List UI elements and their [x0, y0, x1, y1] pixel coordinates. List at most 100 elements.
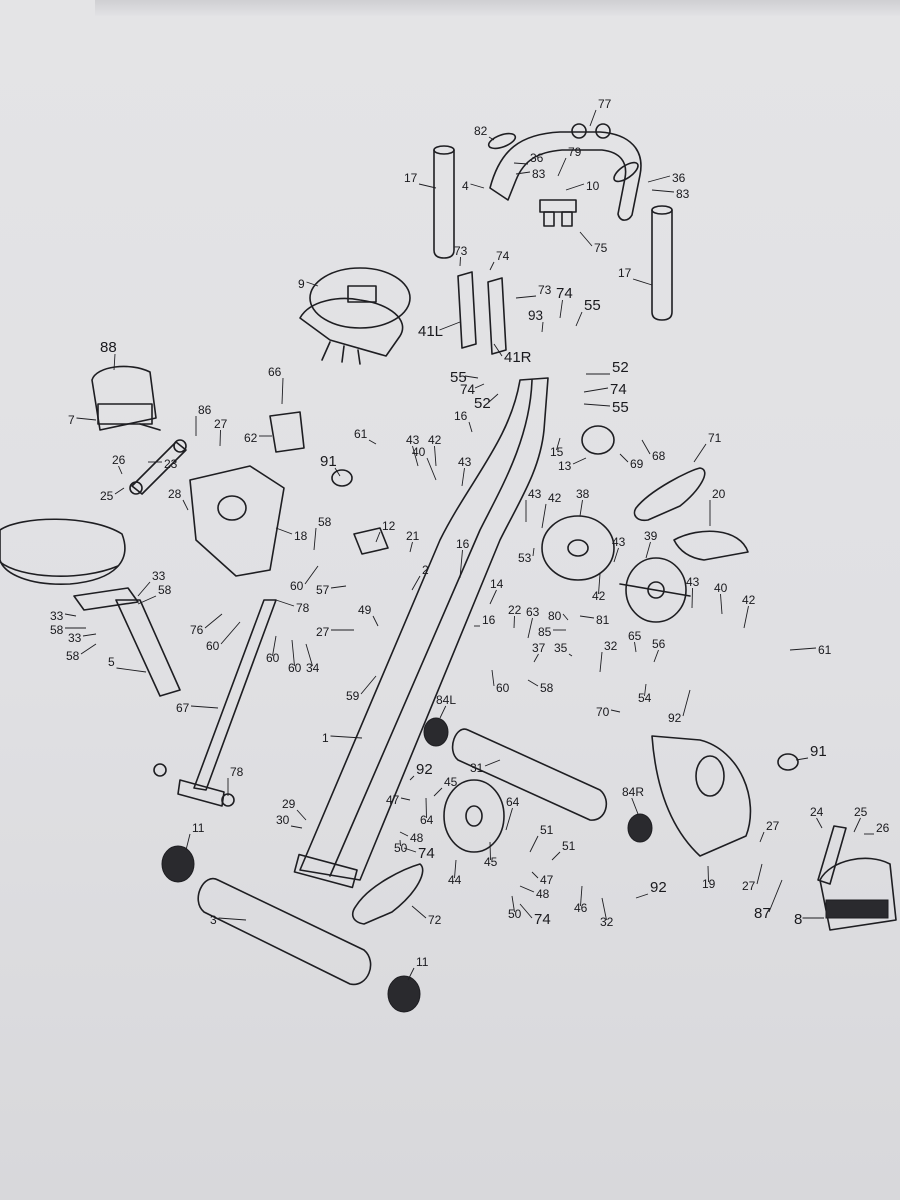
callout-c23: 23 — [164, 457, 178, 471]
callout-c74f: 74 — [534, 911, 551, 928]
leader-c55c — [583, 403, 611, 407]
leader-c17a — [418, 183, 437, 189]
callout-c58a: 58 — [318, 515, 332, 529]
callout-c74d: 74 — [610, 381, 627, 398]
callout-c42b: 42 — [548, 491, 562, 505]
leader-c74a — [489, 261, 495, 271]
part-shroud-right — [651, 735, 752, 857]
callout-c9: 9 — [298, 277, 305, 291]
leader-c24 — [816, 817, 823, 829]
leader-c11b — [407, 967, 415, 981]
leader-c45b — [489, 841, 491, 861]
callout-c10: 10 — [586, 179, 600, 193]
leader-c92a — [682, 689, 691, 717]
callout-c31: 31 — [470, 761, 484, 775]
callout-c27c: 27 — [766, 819, 780, 833]
callout-c13: 13 — [558, 459, 572, 473]
leader-c42c — [743, 605, 749, 629]
leader-c60d — [291, 639, 295, 667]
leader-c83b — [651, 189, 675, 193]
leader-c15 — [556, 437, 561, 451]
part-seat-post — [73, 587, 181, 697]
leader-c55a — [575, 311, 583, 327]
leader-c57 — [330, 585, 347, 589]
callout-c61b: 61 — [818, 643, 832, 657]
leader-c21 — [409, 541, 413, 553]
leader-c75 — [579, 231, 593, 247]
callout-c34: 34 — [306, 661, 320, 675]
callout-c82: 82 — [474, 124, 488, 138]
callout-c53: 53 — [518, 551, 532, 565]
callout-c58e: 58 — [540, 681, 554, 695]
leader-c60b — [220, 621, 241, 645]
leader-c45a — [433, 787, 443, 797]
callout-c42c: 42 — [742, 593, 756, 607]
callout-c80: 80 — [548, 609, 562, 623]
callout-c24: 24 — [810, 805, 824, 819]
callout-c43c: 43 — [528, 487, 542, 501]
callout-c28: 28 — [168, 487, 182, 501]
leader-c43a — [412, 445, 419, 467]
part-handlebar-post-right — [651, 205, 673, 321]
callout-c68: 68 — [652, 449, 666, 463]
leader-c44 — [454, 859, 457, 879]
callout-c76: 76 — [190, 623, 204, 637]
callout-c40a: 40 — [412, 445, 426, 459]
leader-c42d — [598, 573, 601, 595]
callout-c36a: 36 — [530, 151, 544, 165]
leader-lines — [64, 109, 874, 981]
callout-c26a: 26 — [112, 453, 126, 467]
callout-c39: 39 — [644, 529, 658, 543]
leader-c78a — [275, 599, 295, 607]
leader-c32b — [601, 897, 607, 921]
leader-c63 — [527, 617, 533, 639]
leader-c33c — [82, 633, 97, 637]
leader-c48a — [399, 831, 409, 837]
callout-c44: 44 — [448, 873, 462, 887]
callout-c81: 81 — [596, 613, 610, 627]
callout-c3: 3 — [210, 913, 217, 927]
leader-c42b — [541, 503, 547, 529]
callout-c20: 20 — [712, 487, 726, 501]
callout-c51b: 51 — [562, 839, 576, 853]
leader-c68 — [641, 439, 651, 455]
leader-c17b — [632, 278, 653, 286]
callout-c37: 37 — [532, 641, 546, 655]
part-cover-62 — [269, 411, 305, 453]
callout-c16b: 16 — [456, 537, 470, 551]
part-handlebar — [487, 123, 642, 227]
leader-c2 — [411, 575, 421, 591]
callout-c74b: 74 — [556, 285, 573, 302]
leader-c26a — [118, 465, 123, 475]
callout-c92a: 92 — [668, 711, 682, 725]
leader-c84L — [439, 705, 447, 719]
callout-c15: 15 — [550, 445, 564, 459]
callout-c43d: 43 — [612, 535, 626, 549]
leader-c36a — [513, 162, 529, 165]
callout-c33c: 33 — [68, 631, 82, 645]
leader-c52b — [488, 393, 499, 403]
leader-c5 — [116, 667, 147, 673]
callout-c51a: 51 — [540, 823, 554, 837]
leader-c58d — [80, 643, 97, 655]
callout-c41R: 41R — [504, 349, 532, 366]
leader-c22 — [513, 615, 515, 629]
leader-c50a — [399, 839, 401, 847]
leader-c35 — [568, 653, 573, 657]
leader-c71 — [693, 443, 707, 463]
callout-c67: 67 — [176, 701, 190, 715]
callout-c61a: 61 — [354, 427, 368, 441]
leader-c74c — [474, 383, 485, 389]
callout-c55b: 55 — [450, 369, 467, 386]
callout-c26b: 26 — [876, 821, 890, 835]
callout-c64a: 64 — [420, 813, 434, 827]
callout-c29: 29 — [282, 797, 296, 811]
leader-c4 — [470, 183, 485, 189]
part-crank-right — [817, 825, 847, 885]
part-flywheel-39 — [619, 557, 691, 623]
leader-c41R — [493, 343, 503, 357]
callout-c12: 12 — [382, 519, 396, 533]
callout-c32a: 32 — [604, 639, 618, 653]
callout-c84R: 84R — [622, 785, 644, 799]
